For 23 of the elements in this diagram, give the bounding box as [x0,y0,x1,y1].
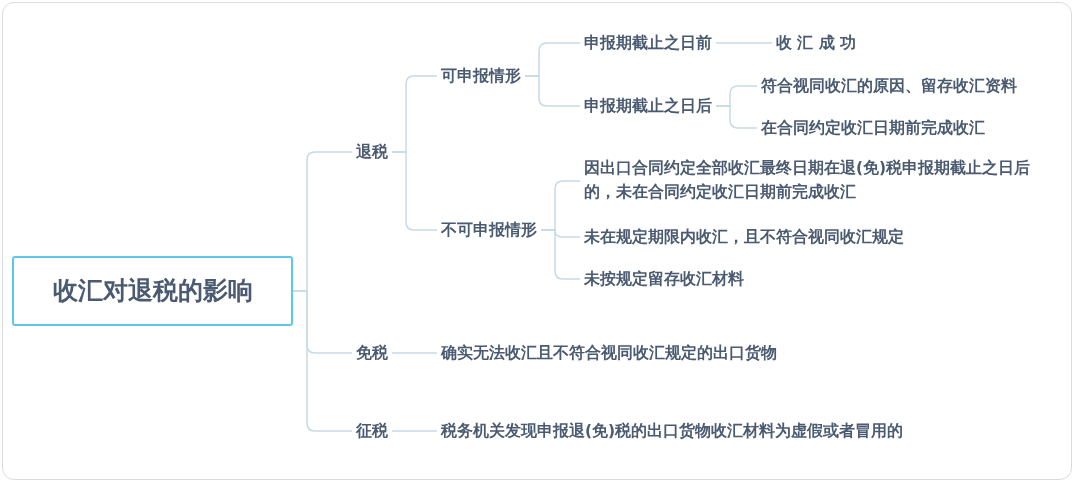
topic-label: 在合同约定收汇日期前完成收汇 [757,116,989,140]
topic-label: 不可申报情形 [437,218,541,242]
topic-label: 收 汇 成 功 [772,31,861,55]
branch-line [391,430,438,432]
topic-label: 未在规定期限内收汇，且不符合视同收汇规定 [580,225,908,249]
branch-line [391,352,438,354]
topic-label: 因出口合同约定全部收汇最终日期在退(免)税申报期截止之日后的，未在合同约定收汇日期前完成收汇 [580,156,1050,206]
branch-line [715,105,758,129]
branch-line [540,229,581,280]
topic-label: 符合视同收汇的原因、留存收汇资料 [757,74,1021,98]
topic-label: 退税 [352,140,392,164]
topic-label: 税务机关发现申报退(免)税的出口货物收汇材料为虚假或者冒用的 [437,419,908,443]
branch-line [524,75,581,107]
topic-box: 收汇对退税的影响 [12,256,293,326]
topic-label: 申报期截止之日前 [580,31,716,55]
topic-label: 征税 [352,419,392,443]
topic-label: 可申报情形 [437,64,525,88]
topic-label: 申报期截止之日后 [580,94,716,118]
topic-label: 免税 [352,341,392,365]
topic-label: 未按规定留存收汇材料 [580,267,748,291]
branch-line [391,151,438,231]
branch-line [715,42,773,44]
topic-label: 确实无法收汇且不符合视同收汇规定的出口货物 [437,341,781,365]
